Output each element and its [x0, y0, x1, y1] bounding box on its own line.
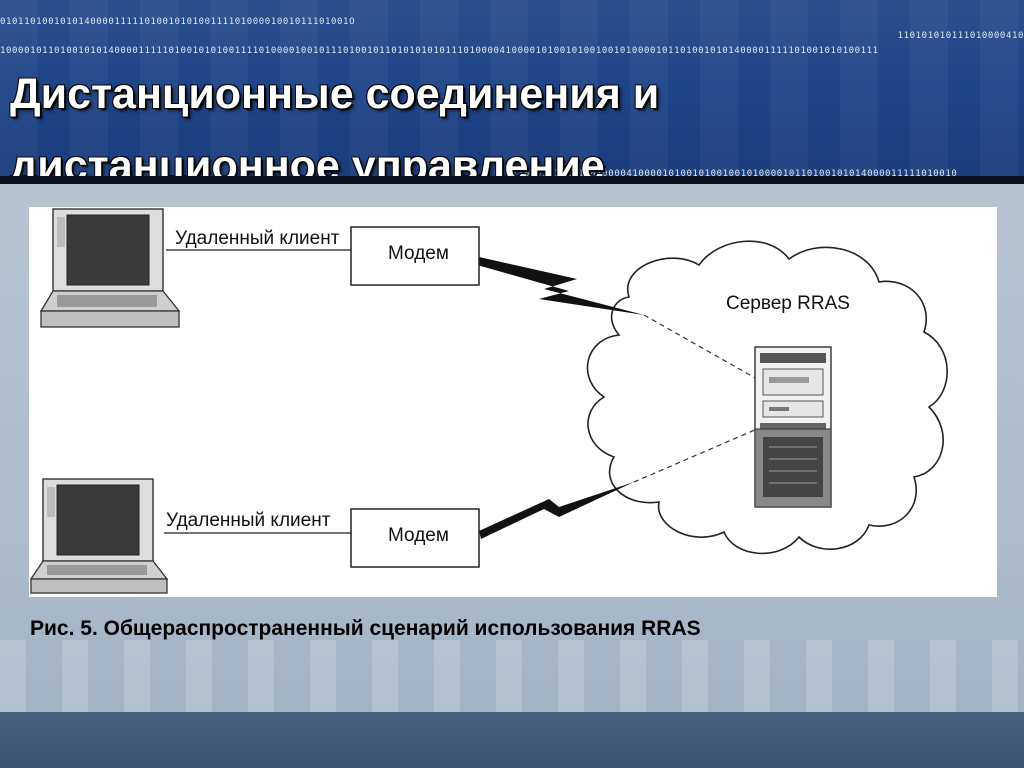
client2-label: Удаленный клиент: [166, 510, 331, 531]
slide-title: Дистанционные соединения и дистанционное…: [10, 58, 1000, 182]
server-label: Сервер RRAS: [726, 293, 850, 314]
laptop-icon-2: [29, 478, 169, 594]
laptop-icon-1: [39, 208, 181, 328]
client1-label: Удаленный клиент: [175, 228, 340, 249]
title-divider: [0, 176, 1024, 184]
binary-decor-top-right: 110101010111010000410: [897, 31, 1024, 41]
wireless-link-bolt-1: [477, 257, 644, 315]
modem2-label: Модем: [388, 525, 449, 546]
diagram-panel: Удаленный клиент Удаленный клиент Модем …: [29, 207, 997, 597]
dashed-link-2: [633, 428, 758, 483]
wireless-link-bolt-2: [479, 482, 634, 539]
slide-title-line1: Дистанционные соединения и: [10, 70, 660, 118]
bottom-bar: [0, 712, 1024, 768]
modem-box-2: [350, 508, 480, 568]
binary-decor-row: 1000010110100101014000011111010010101001…: [0, 46, 879, 56]
slide-title-line2: дистанционное управление: [10, 142, 605, 182]
binary-decor-band: 1101010101111010000410000101001010010010…: [512, 169, 958, 179]
figure-caption: Рис. 5. Общераспространенный сценарий ис…: [30, 617, 701, 640]
dashed-link-1: [643, 314, 758, 380]
slide-header: 0101101001010140000111110100101010011110…: [0, 0, 1024, 182]
server-icon: [754, 346, 832, 508]
modem1-label: Модем: [388, 243, 449, 264]
network-diagram: [29, 208, 948, 594]
modem-box-1: [350, 226, 480, 286]
binary-decor-top-left: 0101101001010140000111110100101010011110…: [0, 17, 356, 27]
